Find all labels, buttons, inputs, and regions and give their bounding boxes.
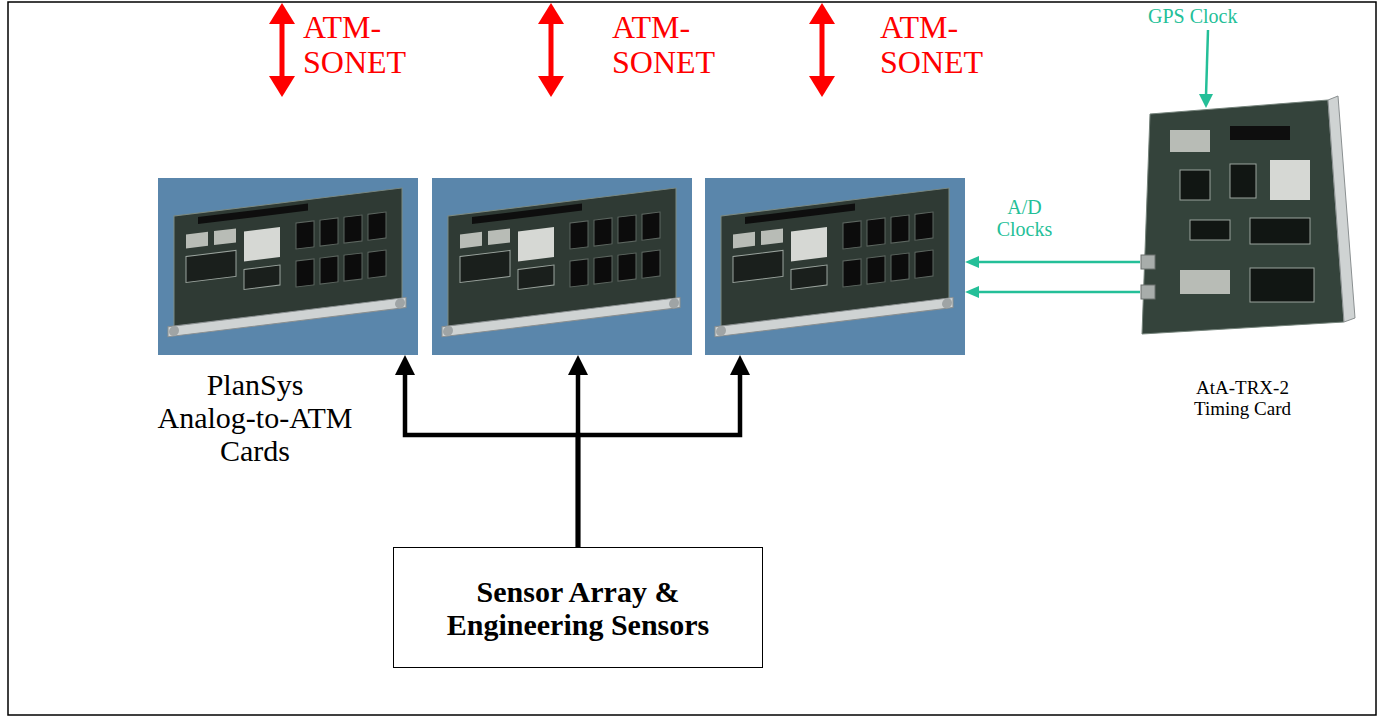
- word: Cards: [220, 434, 290, 467]
- word: ATM-: [612, 9, 690, 45]
- chip: [1230, 164, 1256, 198]
- chip: [1250, 268, 1314, 302]
- chip: [1190, 220, 1230, 240]
- clock-arrow: [972, 291, 1140, 294]
- link-label: ATM- SONET: [303, 10, 409, 80]
- atm-card: [705, 178, 965, 355]
- link-arrow: [269, 3, 295, 97]
- arrow-head: [538, 76, 564, 97]
- label-holder: PlanSys Analog-to-ATM Cards: [157, 368, 354, 467]
- atm-card: [432, 178, 692, 355]
- card-photo: [432, 178, 692, 355]
- word: Card: [1254, 398, 1291, 419]
- timing-card: AtA-TRX-2 Timing Card: [1140, 100, 1345, 335]
- word: PlanSys: [207, 368, 304, 401]
- clock-jack: [1141, 285, 1155, 299]
- word: Sensors: [611, 608, 709, 641]
- arrow-head: [538, 3, 564, 24]
- chip: [1180, 170, 1210, 200]
- arrow-head: [1199, 94, 1213, 108]
- word: Clocks: [997, 218, 1053, 240]
- chip: [1270, 160, 1310, 200]
- link-arrow: [538, 3, 564, 97]
- link-arrow-shaft: [549, 20, 554, 80]
- front-panel: [1328, 96, 1355, 322]
- card-caption: AtA-TRX-2 Timing Card: [1183, 378, 1303, 420]
- arrow-head: [809, 3, 835, 24]
- frame: [8, 2, 1376, 715]
- word: SONET: [880, 44, 983, 80]
- clock-jack: [1141, 255, 1155, 269]
- chip: [1180, 270, 1230, 294]
- word: Array: [569, 575, 647, 608]
- word: SONET: [612, 44, 715, 80]
- link-label: ATM- SONET: [880, 10, 986, 80]
- link-arrow-shaft: [280, 20, 285, 80]
- clock-arrow: [972, 261, 1140, 264]
- chip: [1170, 130, 1210, 152]
- label-holder: ATM- SONET: [880, 10, 986, 80]
- card-photo: [158, 178, 418, 355]
- signal-arrow: [578, 365, 740, 547]
- word: GPS: [1148, 5, 1185, 27]
- link-arrow: [809, 3, 835, 97]
- word: Clock: [1190, 5, 1238, 27]
- word: Timing: [1194, 398, 1249, 419]
- timing-card-photo: [1141, 96, 1355, 334]
- word: A/D: [1007, 196, 1041, 218]
- word: ATM-: [303, 9, 381, 45]
- gps-arrow-shaft: [1206, 30, 1208, 96]
- signal-arrow: [405, 365, 578, 547]
- card-photo: [705, 178, 965, 355]
- sensor-box: Sensor Array & Engineering Sensors: [393, 547, 763, 668]
- chip: [1250, 218, 1310, 244]
- label-holder: GPS Clock: [1148, 5, 1237, 27]
- link-arrow-shaft: [820, 20, 825, 80]
- arrow-head: [809, 76, 835, 97]
- card-group-label: PlanSys Analog-to-ATM Cards: [157, 368, 354, 467]
- word: Analog-to-ATM: [158, 401, 353, 434]
- word: AtA-TRX-2: [1196, 377, 1289, 398]
- word: Sensor: [477, 575, 563, 608]
- word: SONET: [303, 44, 406, 80]
- arrow-head: [269, 3, 295, 24]
- word: Engineering: [447, 608, 604, 641]
- clock-label: A/D Clocks: [996, 196, 1054, 240]
- box-title: Sensor Array & Engineering Sensors: [423, 575, 733, 641]
- label-holder: A/D Clocks: [996, 196, 1054, 240]
- label-holder: ATM- SONET: [612, 10, 718, 80]
- word: ATM-: [880, 9, 958, 45]
- clock-source-label: GPS Clock: [1148, 5, 1237, 27]
- word: &: [654, 575, 679, 608]
- gps-arrow: [1199, 30, 1213, 108]
- link-label: ATM- SONET: [612, 10, 718, 80]
- board-connector: [1230, 126, 1290, 140]
- circuit-board: [1142, 100, 1344, 334]
- arrow-head: [269, 76, 295, 97]
- label-holder: ATM- SONET: [303, 10, 409, 80]
- atm-card: [158, 178, 418, 355]
